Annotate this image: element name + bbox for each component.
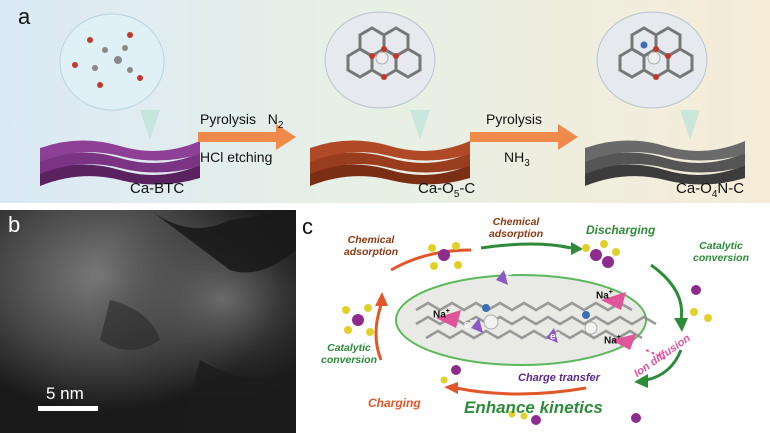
cluster-top: [582, 240, 620, 268]
scale-bar-label: 5 nm: [46, 384, 84, 403]
arrow-step1: [198, 124, 296, 150]
cluster-bottom: [440, 365, 641, 425]
arrow-step2: [470, 124, 578, 150]
panel-b-label: b: [8, 212, 21, 237]
cluster-left: [342, 304, 374, 336]
arc-top-left: [390, 248, 472, 272]
ca-btc-sheets: [40, 140, 200, 186]
discharging-label: Discharging: [586, 223, 656, 237]
cluster-right: [690, 285, 712, 322]
step1-hcl-label: HCl etching: [200, 149, 273, 165]
na-ion-label-2: Na+: [596, 289, 613, 302]
step1-pyrolysis-label: Pyrolysis N2: [200, 111, 284, 131]
panel-a-illustration: [40, 11, 745, 186]
ca-btc-label: Ca-BTC: [130, 180, 185, 197]
panel-a: a Pyrolysis N2 HCl etching Pyrolysis NH3…: [0, 0, 770, 203]
chemical-adsorption-left-label: Chemical adsorption: [343, 234, 399, 258]
step2-nh3-label: NH3: [504, 149, 530, 169]
na-ion-label-3: Na+: [604, 334, 621, 347]
ca-o4n-c-label: Ca-O4N-C: [676, 180, 745, 200]
charging-label: Charging: [368, 396, 421, 410]
mechanism-diagram: [342, 240, 712, 425]
catalytic-conversion-left-label: Catalytic conversion: [320, 342, 378, 366]
catalytic-conversion-right-label: Catalytic conversion: [692, 240, 750, 264]
electron-label-1: e−: [506, 268, 516, 281]
na-ion-label-1: Na+: [433, 308, 450, 321]
chemical-adsorption-top-label: Chemical adsorption: [488, 216, 544, 240]
step2-pyrolysis-label: Pyrolysis: [486, 111, 543, 127]
cluster-top-left: [428, 242, 462, 270]
panel-a-label: a: [18, 4, 31, 29]
electron-label-2: e−: [464, 318, 474, 331]
ca-o5-c-label: Ca-O5-C: [418, 180, 476, 200]
ca-o4n-c-sheets: [585, 140, 745, 186]
stem-image: [0, 210, 296, 433]
electron-label-3: e−: [550, 330, 560, 343]
panel-b-micrograph: b 5 nm: [0, 210, 296, 433]
ca-o5-c-sheets: [310, 140, 470, 186]
scale-bar: [38, 406, 98, 411]
bubble-ca-o4n-c: [596, 11, 708, 140]
enhance-kinetics-label: Enhance kinetics: [464, 398, 603, 417]
charge-transfer-label: Charge transfer: [518, 372, 600, 384]
panel-c-label: c: [302, 214, 313, 239]
bubble-ca-o5-c: [324, 11, 436, 140]
bubble-ca-btc: [59, 13, 165, 140]
panel-c-mechanism: c Chemical adsorption Chemical adsorptio…: [296, 210, 770, 433]
